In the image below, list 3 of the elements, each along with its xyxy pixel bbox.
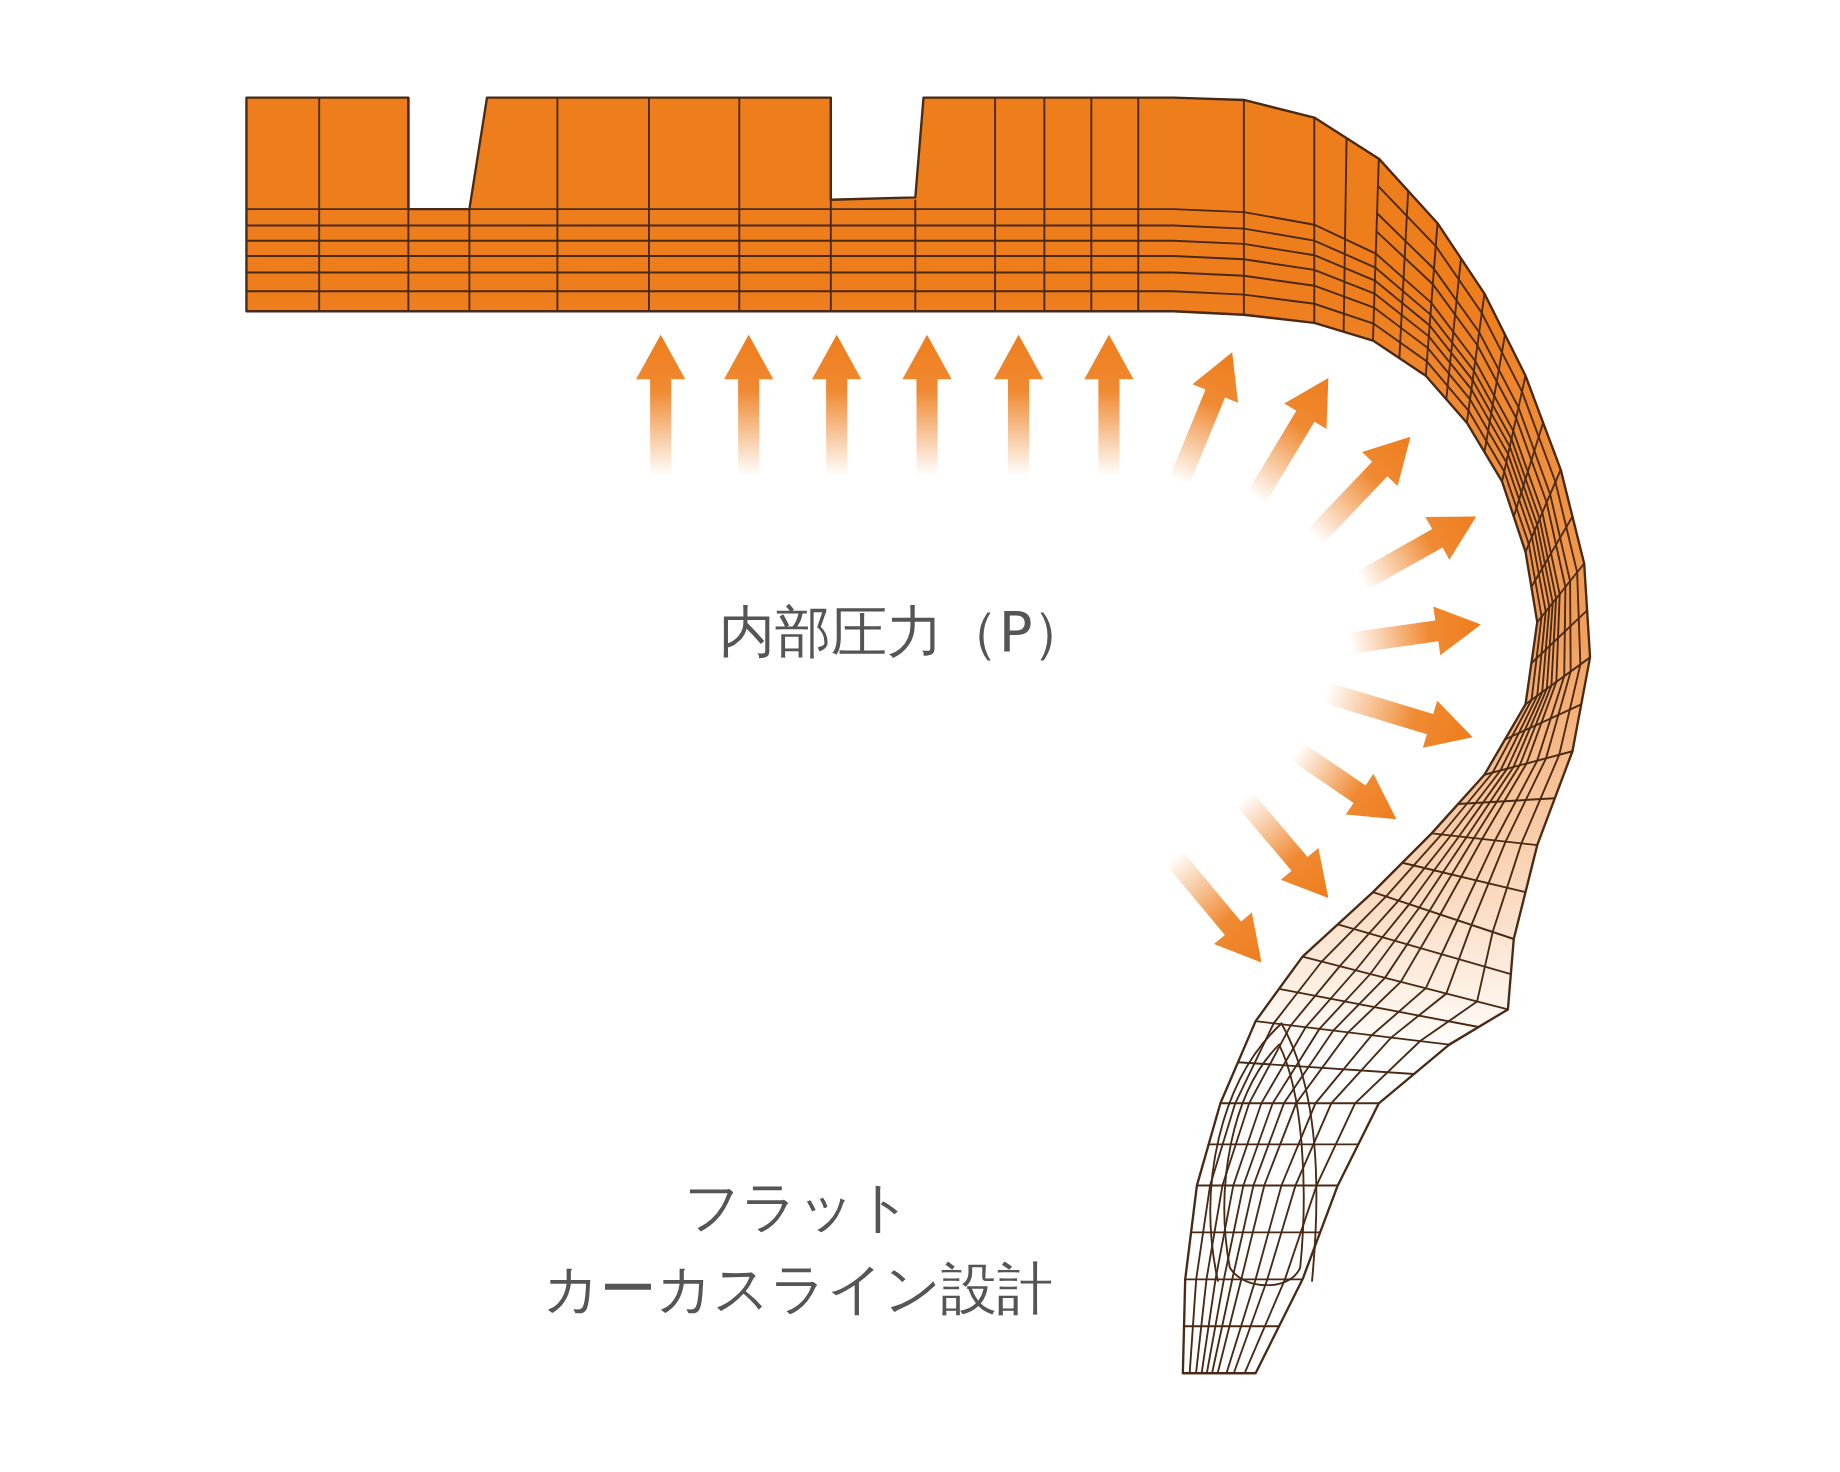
label-text: カーカスライン設計	[541, 1261, 1054, 1318]
label-text: フラット	[682, 1179, 913, 1236]
label-text: 内部圧力（P）	[717, 604, 1090, 661]
